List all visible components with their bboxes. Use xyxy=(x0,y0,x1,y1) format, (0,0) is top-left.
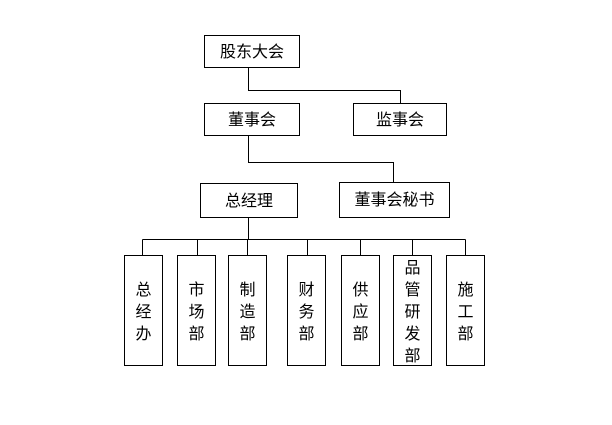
node-label: 股东大会 xyxy=(219,41,284,61)
node-label: 董事会 xyxy=(227,109,276,129)
node-shareholders-meeting: 股东大会 xyxy=(204,35,300,68)
dept-label: 制造部 xyxy=(239,279,256,343)
dept-label: 品管研发部 xyxy=(404,257,421,365)
node-board-of-directors: 董事会 xyxy=(204,103,300,136)
node-dept-supply: 供应部 xyxy=(341,255,380,366)
dept-label: 总经办 xyxy=(135,279,152,343)
node-dept-general-office: 总经办 xyxy=(124,255,163,366)
node-dept-qc-rnd: 品管研发部 xyxy=(393,255,432,366)
dept-label: 施工部 xyxy=(457,279,474,343)
node-dept-marketing: 市场部 xyxy=(177,255,216,366)
dept-label: 供应部 xyxy=(352,279,369,343)
node-supervisory-board: 监事会 xyxy=(353,103,447,136)
connector-board xyxy=(248,135,394,183)
node-dept-finance: 财务部 xyxy=(287,255,326,366)
node-dept-construction: 施工部 xyxy=(446,255,485,366)
node-label: 监事会 xyxy=(375,109,424,129)
dept-label: 财务部 xyxy=(298,279,315,343)
node-label: 董事会秘书 xyxy=(354,190,435,209)
connector-shareholders xyxy=(248,67,401,104)
node-general-manager: 总经理 xyxy=(200,183,298,218)
node-dept-manufacturing: 制造部 xyxy=(228,255,267,366)
node-board-secretary: 董事会秘书 xyxy=(339,182,450,218)
connector-dept-drops xyxy=(142,239,466,256)
node-label: 总经理 xyxy=(224,190,273,210)
dept-label: 市场部 xyxy=(188,279,205,343)
